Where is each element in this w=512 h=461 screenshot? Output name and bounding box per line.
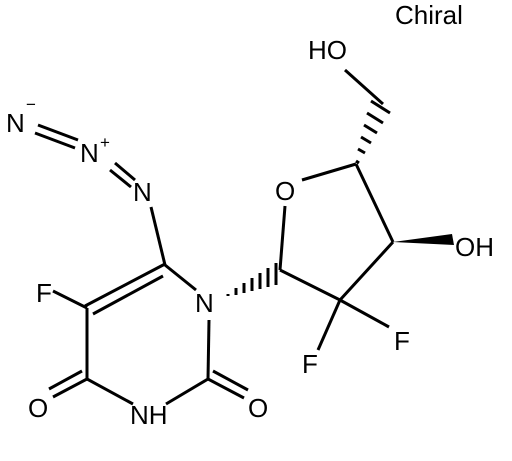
bond-ch2-hydroxyl (343, 68, 385, 106)
bond-c2-fluorine-a (316, 299, 342, 351)
azide-inner-bond-2 (109, 168, 132, 189)
sugar-bond-c1-o (278, 205, 287, 271)
atom-n-terminal: N (6, 108, 25, 138)
atom-f-sugar-a: F (302, 349, 318, 379)
atom-f-sugar-b: F (394, 326, 410, 356)
ring-bond-n3-c4 (86, 377, 134, 406)
sugar-bond-o-c4 (301, 162, 357, 182)
sugar-bond-c4-c3 (354, 163, 395, 243)
atom-ring-oxygen: O (275, 176, 295, 206)
atom-o4: O (28, 393, 48, 423)
atom-n1: N (195, 288, 214, 318)
hashed-wedge-c4-ch2 (355, 99, 391, 165)
azide-terminal-bond-2 (34, 131, 76, 150)
bond-c5-fluorine (52, 289, 88, 310)
atom-n-azide: N (133, 177, 152, 207)
charge-minus: − (26, 95, 36, 114)
ring-bond-c6-n1 (164, 263, 197, 292)
atom-f-ring: F (36, 278, 52, 308)
ring-bond-n1-c2 (206, 319, 211, 380)
atom-n3h: NH (130, 400, 168, 430)
atom-n-central: N (80, 138, 99, 168)
bond-c2-oxygen-2 (212, 369, 249, 392)
ring-bond-c2-n3 (165, 377, 209, 406)
wedge-c3-hydroxyl (393, 234, 454, 245)
ring-bond-c5-c6 (84, 262, 166, 308)
bond-c2-fluorine-b (339, 298, 390, 329)
azide-terminal-bond-1 (37, 123, 79, 142)
atom-o2: O (248, 393, 268, 423)
atom-ho-hydroxymethyl: HO (308, 35, 347, 65)
bond-c4-oxygen-2 (48, 369, 83, 391)
hashed-wedge-n1-c1 (226, 263, 278, 296)
atom-oh-hydroxyl: OH (455, 232, 494, 262)
azide-inner-bond-1 (114, 161, 136, 182)
ring-bond-c5-c6-inner (92, 274, 164, 316)
sugar-bond-c2-c1 (279, 268, 341, 302)
chiral-label: Chiral (395, 0, 463, 30)
bond-c4-oxygen-1 (52, 377, 88, 399)
charge-plus: + (100, 133, 110, 152)
azide-to-ring-bond (149, 206, 167, 266)
sugar-bond-c3-c2 (338, 240, 395, 302)
bond-c2-oxygen-1 (207, 377, 245, 400)
